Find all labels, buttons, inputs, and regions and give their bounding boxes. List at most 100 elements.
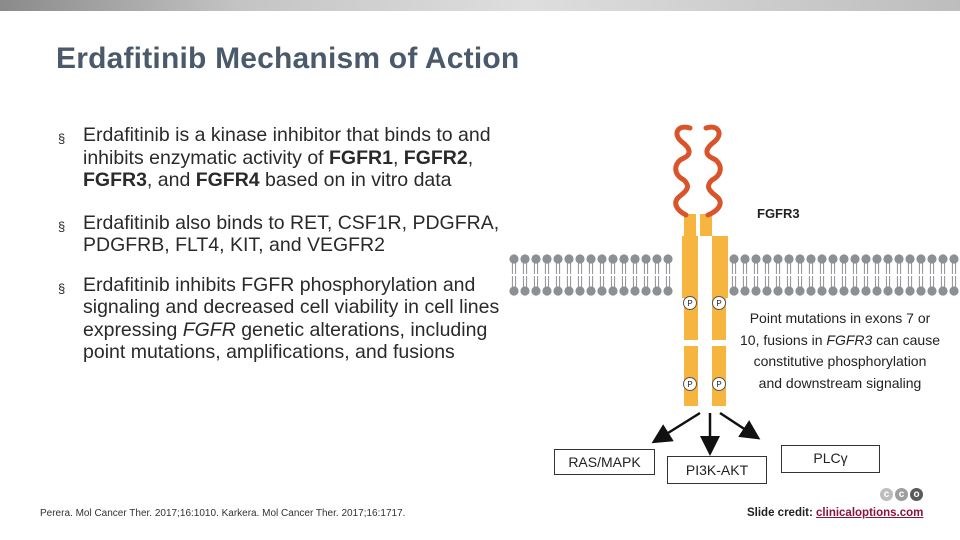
lipid-head bbox=[663, 286, 673, 296]
lipid-head bbox=[729, 254, 739, 264]
receptor-gap-mark bbox=[712, 340, 726, 346]
cco-logo: c c o bbox=[880, 488, 923, 501]
lipid-head bbox=[784, 254, 794, 264]
left-loops bbox=[673, 124, 693, 218]
lipid-head bbox=[916, 286, 926, 296]
lipid-head bbox=[553, 286, 563, 296]
lipid-head bbox=[630, 254, 640, 264]
lipid-head bbox=[839, 254, 849, 264]
membrane-tails bbox=[511, 263, 957, 287]
lipid-head bbox=[542, 286, 552, 296]
lipid-head bbox=[894, 286, 904, 296]
lipid-head bbox=[784, 286, 794, 296]
receptor-immunoglobulin-loops bbox=[673, 124, 723, 218]
lipid-head bbox=[652, 254, 662, 264]
lipid-head bbox=[652, 286, 662, 296]
pathway-plcg: PLCγ bbox=[781, 445, 880, 473]
receptor-extracellular-stalk-right bbox=[700, 214, 712, 236]
lipid-head bbox=[949, 286, 959, 296]
lipid-head bbox=[883, 254, 893, 264]
lipid-head bbox=[773, 254, 783, 264]
logo-letter: c bbox=[880, 488, 893, 501]
gene-fgfr-italic: FGFR bbox=[182, 318, 236, 341]
bullet-item: § Erdafitinib also binds to RET, CSF1R, … bbox=[58, 211, 500, 257]
lipid-head bbox=[806, 254, 816, 264]
receptor-transmembrane-right bbox=[712, 236, 728, 298]
lipid-head bbox=[740, 286, 750, 296]
lipid-head bbox=[795, 254, 805, 264]
lipid-head bbox=[630, 286, 640, 296]
bullet-marker: § bbox=[58, 218, 66, 234]
lipid-head bbox=[883, 286, 893, 296]
lipid-head bbox=[850, 254, 860, 264]
lipid-head bbox=[773, 286, 783, 296]
bullet-list: § Erdafitinib is a kinase inhibitor that… bbox=[56, 124, 516, 384]
lipid-head bbox=[905, 286, 915, 296]
phospho-label: P bbox=[716, 299, 721, 308]
arrow-plcg bbox=[719, 411, 761, 440]
lipid-head bbox=[806, 286, 816, 296]
gene-fgfr3-italic: FGFR3 bbox=[826, 331, 873, 348]
lipid-head bbox=[586, 286, 596, 296]
lipid-head bbox=[751, 254, 761, 264]
lipid-head bbox=[520, 286, 530, 296]
lipid-head bbox=[861, 254, 871, 264]
lipid-head bbox=[729, 286, 739, 296]
bullet-marker: § bbox=[58, 280, 66, 296]
pathway-pi3k-akt: PI3K-AKT bbox=[667, 456, 767, 484]
lipid-head bbox=[564, 286, 574, 296]
receptor-label: FGFR3 bbox=[757, 206, 800, 221]
logo-letter: c bbox=[895, 488, 908, 501]
credit-link[interactable]: clinicaloptions.com bbox=[816, 507, 924, 519]
lipid-head bbox=[740, 254, 750, 264]
bullet-item: § Erdafitinib is a kinase inhibitor that… bbox=[58, 124, 491, 191]
signaling-arrows bbox=[651, 411, 761, 456]
lipid-head bbox=[531, 254, 541, 264]
credit-label: Slide credit: bbox=[747, 507, 813, 519]
slide-credit: Slide credit: clinicaloptions.com bbox=[747, 507, 923, 519]
phospho-circle bbox=[683, 296, 697, 310]
receptor-transmembrane-left bbox=[682, 236, 698, 298]
lipid-head bbox=[905, 254, 915, 264]
lipid-head bbox=[927, 286, 937, 296]
phospho-label: P bbox=[716, 380, 721, 389]
lipid-head bbox=[949, 254, 959, 264]
lipid-head bbox=[509, 286, 519, 296]
bullet-item: § Erdafitinib inhibits FGFR phosphorylat… bbox=[58, 273, 500, 364]
lipid-head bbox=[575, 254, 585, 264]
lipid-head bbox=[509, 254, 519, 264]
lipid-head bbox=[564, 254, 574, 264]
reference-citation: Perera. Mol Cancer Ther. 2017;16:1010. K… bbox=[40, 508, 406, 519]
logo-letter: o bbox=[910, 488, 923, 501]
lipid-head bbox=[531, 286, 541, 296]
lipid-head bbox=[828, 254, 838, 264]
lipid-head bbox=[597, 254, 607, 264]
lipid-head bbox=[575, 286, 585, 296]
lipid-head bbox=[619, 254, 629, 264]
pathway-ras-mapk: RAS/MAPK bbox=[554, 449, 655, 475]
lipid-head bbox=[641, 286, 651, 296]
lipid-head bbox=[608, 286, 618, 296]
lipid-head bbox=[542, 254, 552, 264]
gene-fgfr4: FGFR4 bbox=[195, 169, 260, 191]
lipid-head bbox=[872, 254, 882, 264]
lipid-head bbox=[839, 286, 849, 296]
lipid-head bbox=[553, 254, 563, 264]
gene-fgfr3: FGFR3 bbox=[83, 169, 147, 191]
lipid-head bbox=[762, 254, 772, 264]
phospho-circle bbox=[712, 377, 726, 391]
phosphorylation-sites: P P P P bbox=[683, 296, 726, 391]
gene-fgfr1: FGFR1 bbox=[329, 146, 393, 169]
lipid-head bbox=[861, 286, 871, 296]
lipid-head bbox=[817, 286, 827, 296]
lipid-head bbox=[872, 286, 882, 296]
receptor-extracellular-stalk-left bbox=[684, 214, 696, 236]
membrane-bottom-heads bbox=[509, 286, 959, 296]
bullet-marker: § bbox=[58, 131, 66, 146]
phospho-label: P bbox=[687, 299, 692, 308]
lipid-head bbox=[850, 286, 860, 296]
slide-title: Erdafitinib Mechanism of Action bbox=[56, 42, 520, 75]
right-loops bbox=[703, 124, 723, 218]
lipid-head bbox=[586, 254, 596, 264]
